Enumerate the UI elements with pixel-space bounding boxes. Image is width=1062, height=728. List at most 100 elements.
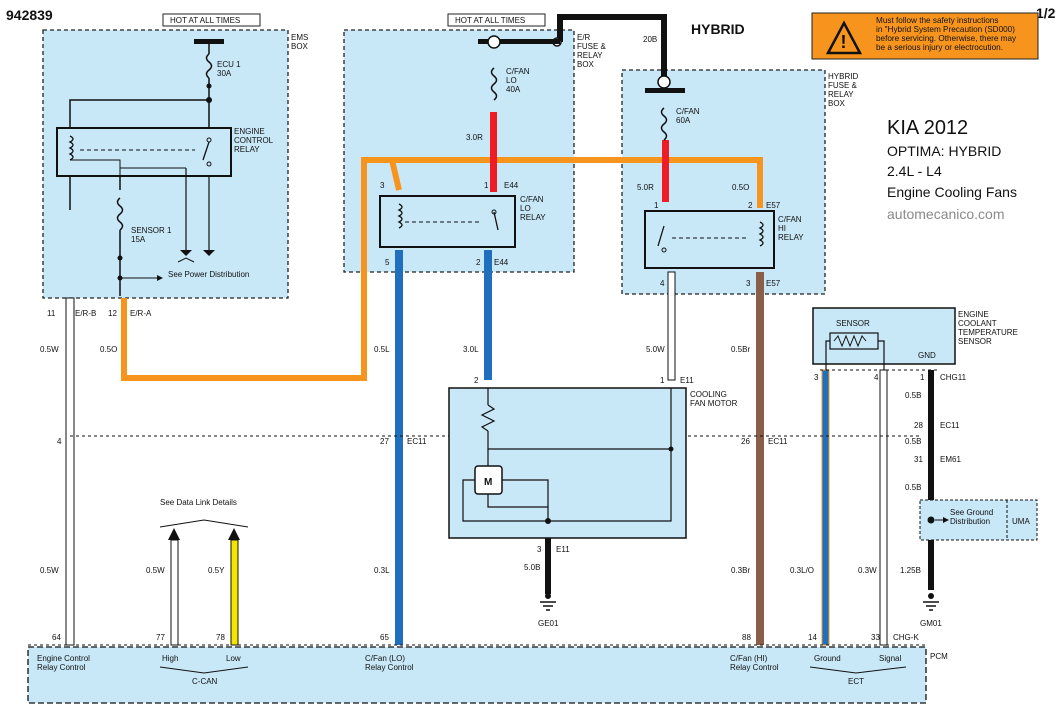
svg-text:1.25B: 1.25B: [900, 566, 921, 575]
wire-white-ems: [65, 297, 75, 646]
svg-text:15A: 15A: [131, 235, 146, 244]
svg-text:1: 1: [484, 181, 489, 190]
ground-gm01-icon: [923, 601, 939, 611]
cooling-fan-motor: [448, 387, 687, 539]
svg-text:88: 88: [742, 633, 751, 642]
svg-text:Engine Control: Engine Control: [37, 654, 90, 663]
svg-text:BOX: BOX: [577, 60, 595, 69]
svg-text:11: 11: [47, 309, 56, 318]
svg-text:EC11: EC11: [940, 421, 960, 430]
svg-text:0.5B: 0.5B: [905, 437, 921, 446]
svg-text:RELAY: RELAY: [778, 233, 804, 242]
svg-text:CONTROL: CONTROL: [234, 136, 274, 145]
svg-text:78: 78: [216, 633, 225, 642]
wire-orange: [121, 157, 763, 381]
svg-text:ENGINE: ENGINE: [234, 127, 265, 136]
resistor-icon: [480, 404, 496, 432]
svg-text:GE01: GE01: [538, 619, 559, 628]
svg-text:EMS: EMS: [291, 33, 308, 42]
svg-text:0.5O: 0.5O: [100, 345, 117, 354]
see-power-distribution[interactable]: See Power Distribution: [168, 270, 249, 279]
svg-text:in "Hybrid System Precaution (: in "Hybrid System Precaution (SD000): [876, 25, 1015, 34]
svg-text:Relay Control: Relay Control: [365, 663, 414, 672]
engine-control-relay: [56, 127, 232, 177]
svg-text:0.5W: 0.5W: [146, 566, 165, 575]
svg-text:RELAY: RELAY: [520, 213, 546, 222]
svg-text:Low: Low: [226, 654, 241, 663]
see-ground-distribution[interactable]: See Ground: [950, 508, 993, 517]
svg-text:E/R: E/R: [577, 33, 591, 42]
svg-text:EM61: EM61: [940, 455, 961, 464]
site-watermark: automecanico.com: [887, 206, 1005, 222]
wire-white-motor: [667, 271, 676, 381]
svg-text:28: 28: [914, 421, 923, 430]
svg-text:5.0B: 5.0B: [524, 563, 540, 572]
svg-text:1: 1: [654, 201, 659, 210]
wire-white-ect: [879, 369, 888, 646]
svg-text:60A: 60A: [676, 116, 691, 125]
svg-text:UMA: UMA: [1012, 517, 1030, 526]
svg-text:Distribution: Distribution: [950, 517, 990, 526]
svg-text:2: 2: [474, 376, 479, 385]
svg-text:E44: E44: [494, 258, 509, 267]
svg-text:C/FAN: C/FAN: [506, 67, 530, 76]
svg-text:Must follow the safety instruc: Must follow the safety instructions: [876, 16, 998, 25]
svg-text:E/R-A: E/R-A: [130, 309, 152, 318]
svg-text:EC11: EC11: [407, 437, 427, 446]
svg-text:!: !: [841, 32, 847, 52]
svg-text:C/Fan (HI): C/Fan (HI): [730, 654, 768, 663]
svg-text:FAN MOTOR: FAN MOTOR: [690, 399, 738, 408]
svg-text:64: 64: [52, 633, 61, 642]
svg-text:12: 12: [108, 309, 117, 318]
svg-text:Signal: Signal: [879, 654, 901, 663]
svg-text:0.5O: 0.5O: [732, 183, 749, 192]
svg-text:BOX: BOX: [291, 42, 309, 51]
relay-coil-icon: [68, 135, 74, 161]
svg-text:C/FAN: C/FAN: [676, 107, 700, 116]
svg-text:Ground: Ground: [814, 654, 841, 663]
svg-text:1: 1: [920, 373, 925, 382]
svg-text:0.5W: 0.5W: [40, 566, 59, 575]
cfan-hi-fuse-icon: [660, 107, 668, 141]
svg-text:C/FAN: C/FAN: [520, 195, 544, 204]
svg-text:0.5Y: 0.5Y: [208, 566, 225, 575]
svg-text:M: M: [484, 477, 492, 488]
svg-text:C/Fan (LO): C/Fan (LO): [365, 654, 405, 663]
svg-text:C/FAN: C/FAN: [778, 215, 802, 224]
svg-text:4: 4: [874, 373, 879, 382]
cfan-hi-relay: [644, 210, 775, 269]
svg-text:0.3L/O: 0.3L/O: [790, 566, 814, 575]
svg-text:SENSOR 1: SENSOR 1: [131, 226, 172, 235]
wire-blue-motor: [484, 250, 492, 380]
hot-label-er: HOT AT ALL TIMES: [455, 16, 525, 25]
svg-text:COOLING: COOLING: [690, 390, 727, 399]
title-model: OPTIMA: HYBRID: [887, 143, 1001, 159]
svg-text:31: 31: [914, 455, 923, 464]
svg-text:GND: GND: [918, 351, 936, 360]
svg-text:0.5Br: 0.5Br: [731, 345, 750, 354]
svg-text:TEMPERATURE: TEMPERATURE: [958, 328, 1018, 337]
svg-text:CHG-K: CHG-K: [893, 633, 919, 642]
svg-text:65: 65: [380, 633, 389, 642]
svg-text:SENSOR: SENSOR: [958, 337, 992, 346]
wire-brown: [756, 272, 764, 645]
svg-text:LO: LO: [506, 76, 517, 85]
svg-text:HYBRID: HYBRID: [828, 72, 858, 81]
svg-text:E57: E57: [766, 279, 781, 288]
svg-text:4: 4: [57, 437, 62, 446]
see-data-link-details[interactable]: See Data Link Details: [160, 498, 237, 507]
ground-icon: [180, 250, 215, 256]
svg-text:3: 3: [814, 373, 819, 382]
svg-text:3: 3: [746, 279, 751, 288]
wire-red-lo: [490, 112, 497, 192]
svg-text:RELAY: RELAY: [577, 51, 603, 60]
svg-text:RELAY: RELAY: [234, 145, 260, 154]
pcm-module: [27, 646, 927, 704]
svg-text:before servicing. Otherwise, t: before servicing. Otherwise, there may: [876, 34, 1017, 43]
svg-text:3.0L: 3.0L: [463, 345, 479, 354]
svg-text:ECU 1: ECU 1: [217, 60, 241, 69]
svg-text:E44: E44: [504, 181, 519, 190]
safety-warning: ! Must follow the safety instructions in…: [811, 12, 1039, 60]
svg-text:COOLANT: COOLANT: [958, 319, 997, 328]
